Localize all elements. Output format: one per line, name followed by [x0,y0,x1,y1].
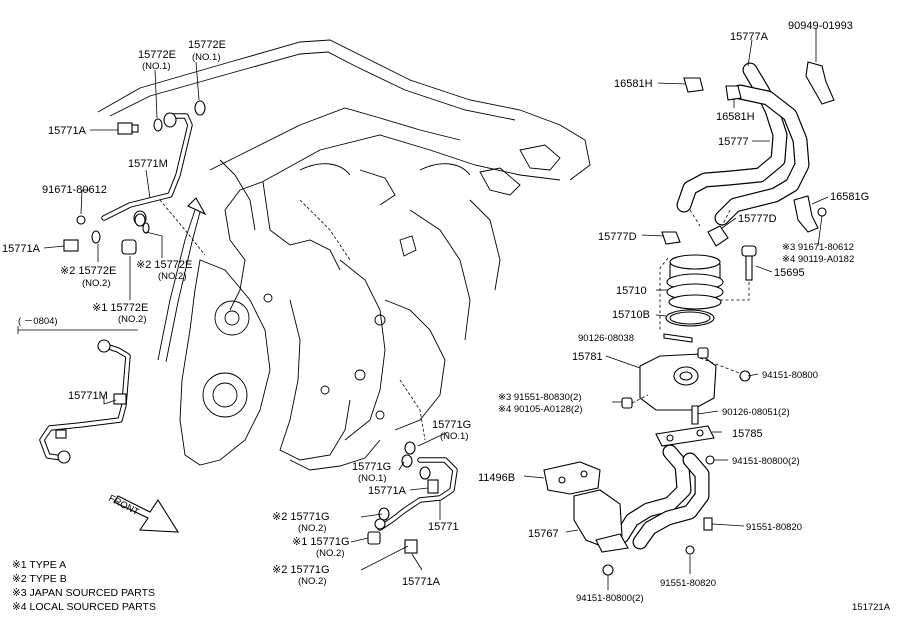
label-15771m-top: 15771M [128,158,168,170]
label-15772e-no1-a: 15772E [138,49,176,61]
label-91671-80612-r: ※3 91671-80612 [782,242,854,253]
label-90126-08038: 90126-08038 [578,333,634,344]
label-94151-80800-2b: 94151-80800(2) [576,593,644,604]
label-15785: 15785 [732,428,763,440]
water-hoses-right [661,61,835,247]
label-16581g: 16581G [830,191,869,203]
label-15771g-no2-a-sub: (NO.2) [298,523,327,534]
label-15777d-b: 15777D [598,231,637,243]
label-15710b: 15710B [612,309,650,321]
label-15771a-top: 15771A [48,125,87,137]
leader-lines [43,28,829,590]
gasket-no1-a [153,118,163,132]
note-type-a: ※1 TYPE A [12,559,66,571]
label-15771g-no1-a: 15771G [432,419,471,431]
label-91551-80820-b: 91551-80820 [660,578,716,589]
label-15772e-no1-b-sub: (NO.1) [192,52,221,63]
label-15695: 15695 [774,267,805,279]
label-15772e-no2-a: ※2 15772E [60,265,116,277]
union-bolt-top [117,122,133,135]
label-15771g-no2-b-sub: (NO.2) [316,548,345,559]
note-type-b: ※2 TYPE B [12,573,67,585]
union-bolt-left [63,239,79,252]
label-91551-80830: ※3 91551-80830(2) [498,392,582,403]
label-90119-a0182: ※4 90119-A0182 [782,254,854,265]
label-15771a-left: 15771A [2,243,41,255]
label-15772e-no1-b: 15772E [188,39,226,51]
front-direction-arrow [113,495,180,533]
label-16581h-a: 16581H [614,78,653,90]
label-15772e-no2-c-sub: (NO.2) [118,314,147,325]
note-local-sourced: ※4 LOCAL SOURCED PARTS [12,601,156,613]
label-15710: 15710 [616,285,647,297]
label-15771a-mid: 15771A [368,485,407,497]
label-11496b: 11496B [478,472,515,484]
label-15777: 15777 [718,136,749,148]
oil-cooler-assembly [621,245,757,465]
label-91671-80612: 91671-80612 [42,184,107,196]
label-15772e-no2-a-sub: (NO.2) [82,278,111,289]
label-15771g-no1-b: 15771G [352,461,391,473]
label-94151-80800: 94151-80800 [762,370,818,381]
label-15771: 15771 [428,521,459,533]
gasket-no2-a [91,230,101,244]
engine-block-drawing [97,39,591,471]
label-15777a: 15777A [730,31,769,43]
label-15772e-no1-a-sub: (NO.1) [142,61,171,72]
oil-pipe-lower-center [367,441,458,554]
oil-pipe-upper-left [63,100,206,255]
label-range-0804: ( －0804) [18,316,58,327]
label-16581h-b: 16581H [716,111,755,123]
label-90949-01993: 90949-01993 [788,20,853,32]
label-15771g-no2-c-sub: (NO.2) [298,576,327,587]
label-15772e-no2-c: ※1 15772E [92,302,148,314]
label-94151-80800-2a: 94151-80800(2) [732,456,800,467]
part-labels: 15772E (NO.1) 15772E (NO.1) 15771A 15771… [2,20,891,613]
label-15771g-no2-a: ※2 15771G [272,511,330,523]
label-15777d-a: 15777D [738,213,777,225]
label-15767: 15767 [528,528,559,540]
label-90126-08051: 90126-08051(2) [722,407,790,418]
label-15771m-inset: 15771M [68,390,108,402]
notes-legend: ※1 TYPE A ※2 TYPE B ※3 JAPAN SOURCED PAR… [12,559,156,613]
label-front: FRONT [107,493,141,518]
oil-pipe-inset-15771m [39,339,131,464]
label-15771g-no1-a-sub: (NO.1) [440,431,469,442]
note-japan-sourced: ※3 JAPAN SOURCED PARTS [12,587,155,599]
label-15772e-no2-b: ※2 15772E [136,259,192,271]
bolt-91671 [76,215,86,225]
label-ref-code: 151721A [852,602,891,613]
label-15771a-bottom: 15771A [402,576,441,588]
label-91551-80820-a: 91551-80820 [746,522,802,533]
label-15771g-no2-b: ※1 15771G [292,536,350,548]
label-15781: 15781 [572,351,603,363]
label-15771g-no1-b-sub: (NO.1) [358,473,387,484]
water-pipe-15767 [543,444,713,576]
label-15771g-no2-c: ※2 15771G [272,564,330,576]
gasket-no1-b [194,100,206,116]
label-15772e-no2-b-sub: (NO.2) [158,271,187,282]
label-90105-a0128: ※4 90105-A0128(2) [498,404,583,415]
